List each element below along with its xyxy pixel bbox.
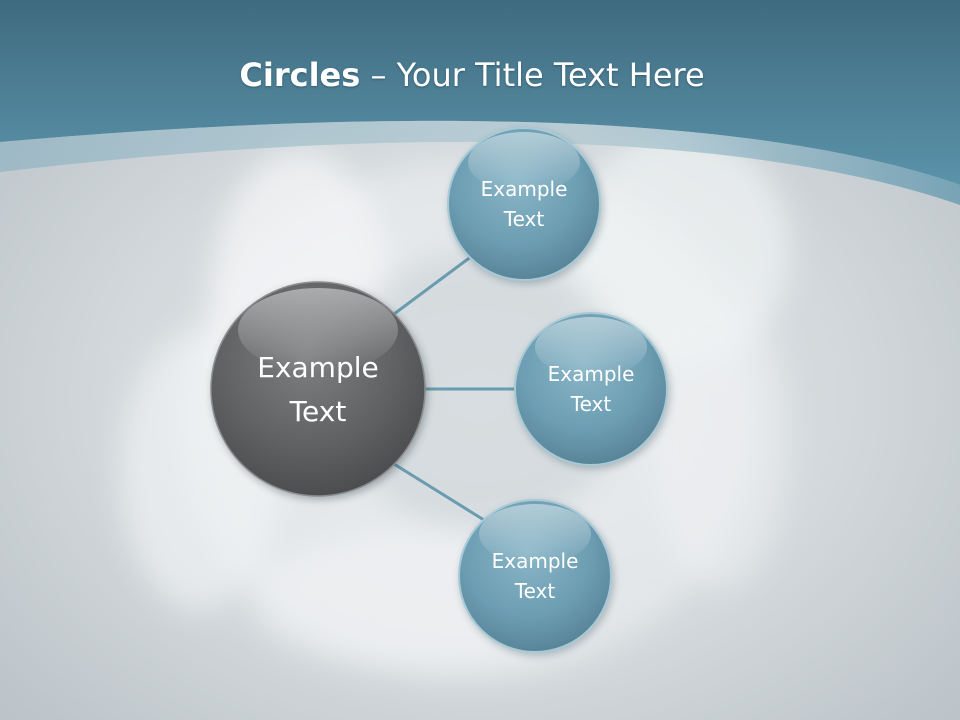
connector-lines [392,251,518,522]
title-separator: – [360,56,397,94]
satellite-circle-middle [514,312,670,469]
connector-line-top [392,251,478,316]
cloud-swirl [120,130,790,680]
satellite-circle-top [447,127,603,284]
connector-line-bottom [392,462,486,522]
title-text: Your Title Text Here [396,56,705,94]
center-circle [210,281,428,500]
header-accent-band [0,120,960,205]
slide-title: Circles – Your Title Text Here [0,52,944,98]
title-keyword: Circles [239,56,361,94]
header-band [0,0,960,185]
satellite-circle-bottom [458,499,614,656]
